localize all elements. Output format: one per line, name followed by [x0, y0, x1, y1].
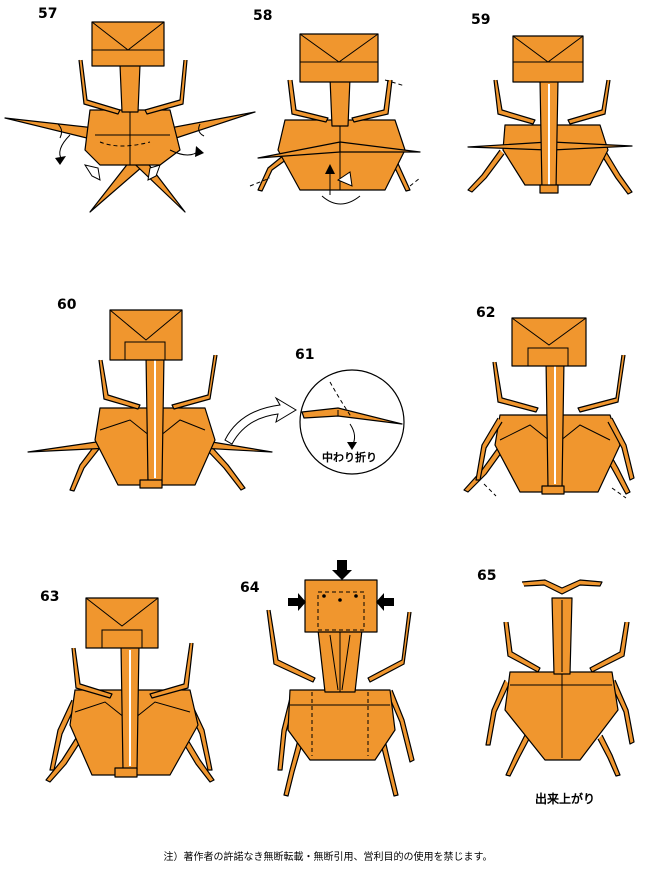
copyright-notice: 注）著作者の許諾なき無断転載・無断引用、営利目的の使用を禁じます。 — [163, 852, 493, 863]
step-number-58: 58 — [253, 8, 273, 24]
step-number-63: 63 — [40, 589, 60, 605]
step-number-61: 61 — [295, 347, 315, 363]
step-number-62: 62 — [476, 305, 496, 321]
step-number-64: 64 — [240, 580, 260, 596]
completed-label: 出来上がり — [535, 792, 596, 806]
step-number-65: 65 — [477, 568, 497, 584]
inside-reverse-fold-label: 中わり折り — [322, 451, 377, 464]
step-number-57: 57 — [38, 6, 58, 22]
step-number-59: 59 — [471, 12, 491, 28]
step-number-60: 60 — [57, 297, 77, 313]
